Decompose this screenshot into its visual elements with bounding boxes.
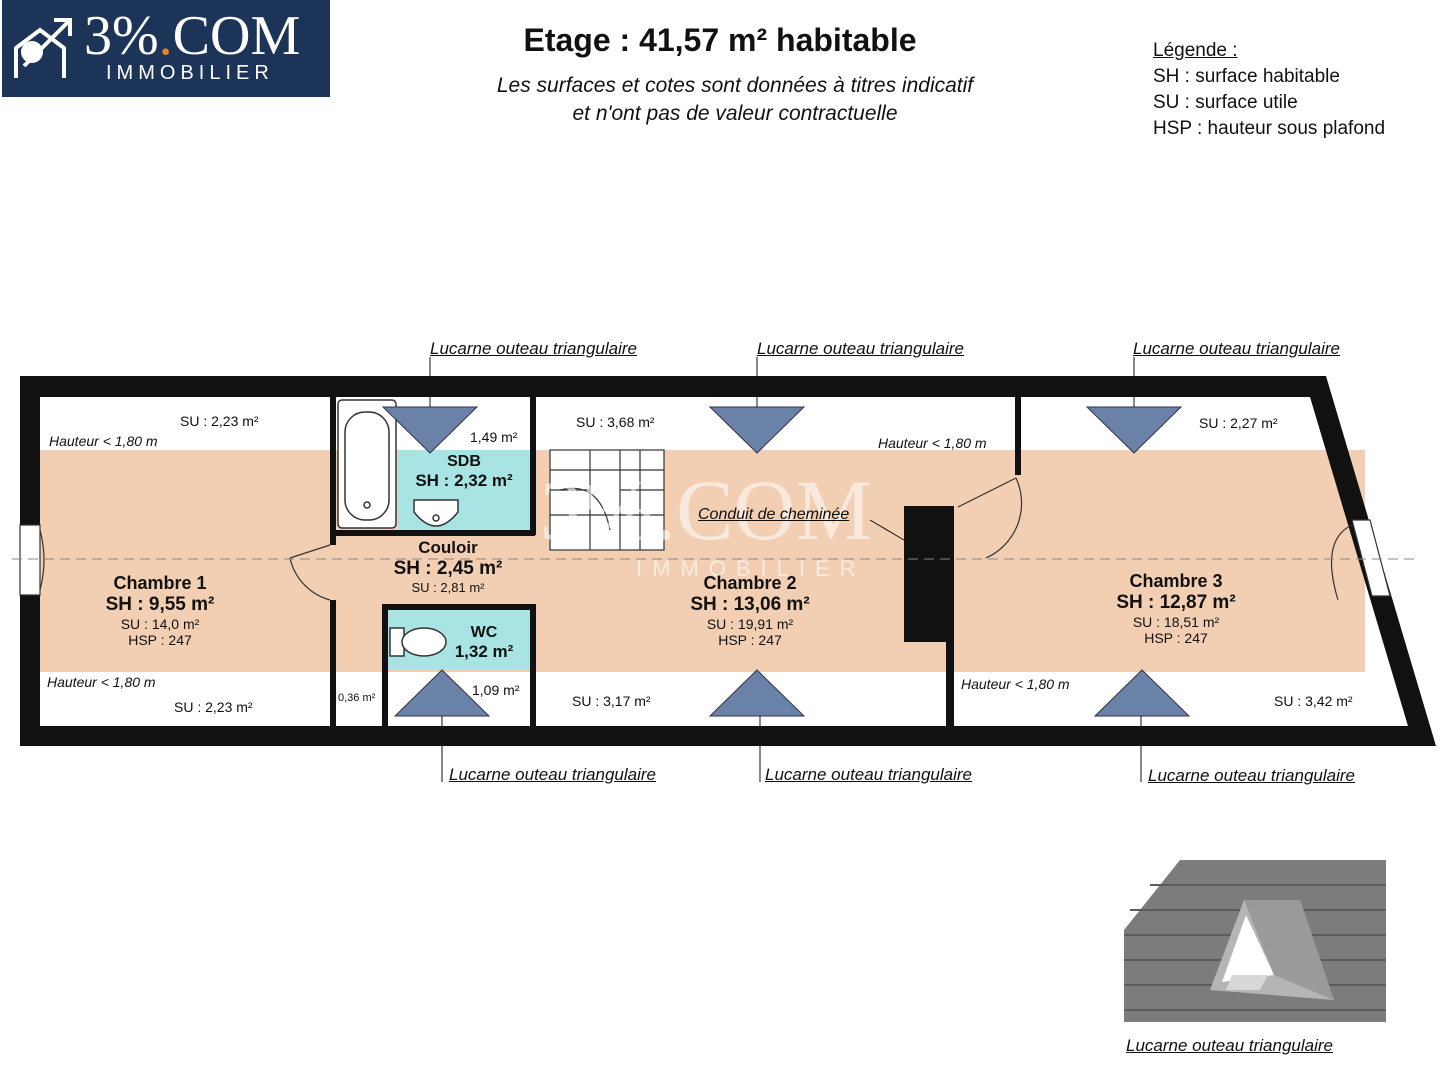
dormer-label: Lucarne outeau triangulaire (430, 339, 637, 358)
chimney-flue (904, 506, 954, 642)
logo-brand: 3%.COM (84, 5, 301, 67)
room-name: Chambre 1 (113, 573, 207, 593)
height-label: Hauteur < 1,80 m (49, 433, 158, 449)
dormer-illustration (1124, 860, 1386, 1022)
interior-walls (330, 397, 1021, 726)
dormer-bottom-3 (1093, 669, 1191, 782)
dormer-top-1 (381, 357, 479, 454)
dormer-label: Lucarne outeau triangulaire (765, 765, 972, 784)
room-wc: WC 1,32 m² (444, 624, 524, 662)
room-couloir: Couloir SH : 2,45 m² SU : 2,81 m² (380, 538, 516, 595)
dormer-label: Lucarne outeau triangulaire (1133, 339, 1340, 358)
room-hsp: HSP : 247 (128, 632, 192, 648)
room-chambre-1: Chambre 1 SH : 9,55 m² SU : 14,0 m² HSP … (90, 573, 230, 648)
room-name: Chambre 2 (703, 573, 797, 593)
logo-tagline: IMMOBILIER (106, 62, 274, 84)
chimney-label: Conduit de cheminée (698, 506, 850, 523)
room-chambre-3: Chambre 3 SH : 12,87 m² SU : 18,51 m² HS… (1096, 571, 1256, 646)
door-chambre3 (957, 477, 1023, 559)
toilet-icon (389, 627, 447, 657)
dormer-illustration-label: Lucarne outeau triangulaire (1126, 1036, 1333, 1055)
room-su: SU : 18,51 m² (1132, 614, 1220, 630)
room-sh: SH : 12,87 m² (1116, 592, 1236, 613)
room-name: Couloir (418, 538, 478, 557)
area-label: SU : 3,17 m² (572, 693, 651, 709)
room-sh: SH : 13,06 m² (690, 594, 810, 615)
dormer-label: Lucarne outeau triangulaire (449, 765, 656, 784)
sink-icon (413, 499, 459, 527)
area-label: 1,49 m² (470, 429, 518, 445)
room-sh: SH : 2,32 m² (415, 471, 513, 490)
room-name: Chambre 3 (1129, 571, 1223, 591)
area-label: 1,09 m² (472, 682, 520, 698)
room-sh: 1,32 m² (454, 642, 514, 661)
height-label: Hauteur < 1,80 m (47, 674, 156, 690)
height-label: Hauteur < 1,80 m (878, 435, 987, 451)
area-label: SU : 3,42 m² (1274, 693, 1353, 709)
room-hsp: HSP : 247 (1144, 630, 1208, 646)
legend-item: SH : surface habitable (1153, 66, 1340, 87)
logo-emblem-icon (14, 18, 72, 78)
logo: 3%.COM IMMOBILIER (2, 0, 330, 97)
page-title: Etage : 41,57 m² habitable (523, 22, 917, 58)
dormer-bottom-1 (393, 669, 491, 782)
area-label: SU : 3,68 m² (576, 414, 655, 430)
legend-item: SU : surface utile (1153, 92, 1298, 113)
legend-title: Légende : (1153, 40, 1238, 61)
dormer-top-3 (1085, 357, 1183, 454)
legend-item: HSP : hauteur sous plafond (1153, 118, 1386, 139)
room-su: SU : 19,91 m² (706, 616, 794, 632)
room-sh: SH : 9,55 m² (105, 594, 215, 615)
area-label: SU : 2,23 m² (180, 413, 259, 429)
dormer-label: Lucarne outeau triangulaire (1148, 766, 1355, 785)
dormer-label: Lucarne outeau triangulaire (757, 339, 964, 358)
area-label: 0,36 m² (338, 692, 376, 704)
door-chambre1 (289, 544, 331, 601)
disclaimer-line-2: et n'ont pas de valeur contractuelle (572, 102, 898, 125)
room-sdb: SDB SH : 2,32 m² (404, 453, 524, 491)
dormer-bottom-2 (708, 669, 806, 782)
height-label: Hauteur < 1,80 m (961, 676, 1070, 692)
area-label: SU : 2,27 m² (1199, 415, 1278, 431)
window-right (1331, 519, 1391, 601)
room-su: SU : 2,81 m² (411, 580, 485, 595)
dormer-top-2 (708, 357, 806, 454)
watermark-sub: IMMOBILIER (636, 556, 866, 581)
room-name: WC (470, 624, 498, 641)
bathtub-icon (337, 399, 397, 529)
window-left (19, 524, 45, 596)
staircase-icon (549, 449, 665, 551)
area-label: SU : 2,23 m² (174, 699, 253, 715)
legend: Légende : SH : surface habitable SU : su… (1153, 38, 1385, 142)
disclaimer-line-1: Les surfaces et cotes sont données à tit… (496, 74, 974, 97)
room-hsp: HSP : 247 (718, 632, 782, 648)
room-chambre-2: Chambre 2 SH : 13,06 m² SU : 19,91 m² HS… (670, 573, 830, 648)
watermark: 3%.COM (540, 462, 873, 558)
room-su: SU : 14,0 m² (120, 616, 200, 632)
room-sh: SH : 2,45 m² (393, 558, 503, 579)
room-name: SDB (447, 453, 481, 470)
habitable-band (40, 450, 1365, 672)
disclaimer: Les surfaces et cotes sont données à tit… (420, 72, 1050, 128)
